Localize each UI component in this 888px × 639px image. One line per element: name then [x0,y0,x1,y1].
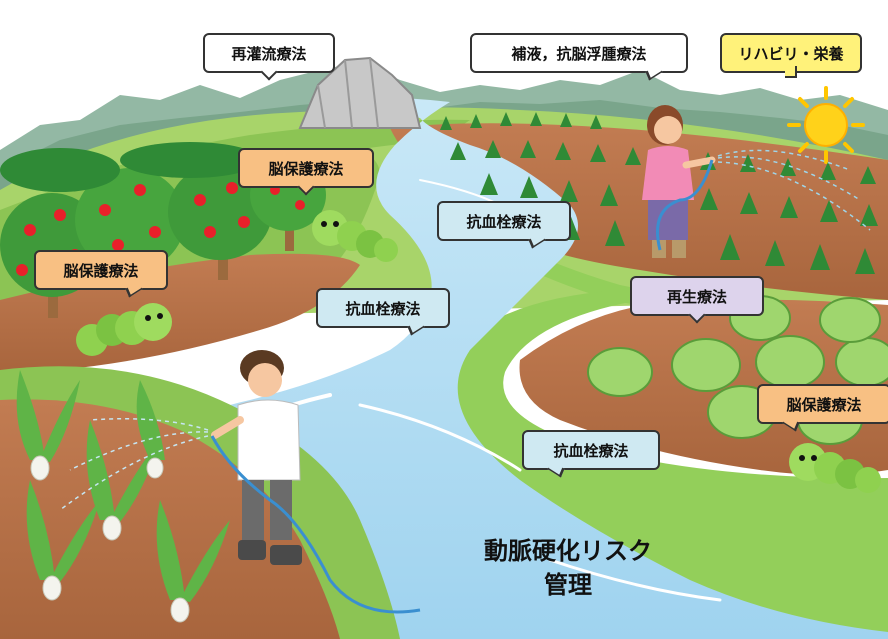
callout-neuroprotect-2: 脳保護療法 [34,250,168,290]
sun-icon [787,86,865,164]
title-line-2: 管理 [544,571,592,599]
hose-icon [59,418,421,614]
callout-regenerative: 再生療法 [630,276,764,316]
title-line-1: 動脈硬化リスク [484,537,652,565]
callout-antithrombotic-3-label: 抗血栓療法 [553,441,629,460]
callout-neuroprotect-3-label: 脳保護療法 [786,395,862,414]
callout-fluid-antiedema-label: 補液，抗脳浮腫療法 [511,44,647,63]
caterpillar-icon [76,303,172,356]
callout-reperfusion-label: 再灌流療法 [231,44,307,63]
callout-antithrombotic-2-label: 抗血栓療法 [345,299,421,318]
callout-rehab-nutrition: リハビリ・栄養 [720,33,862,78]
callout-rehab-nutrition-label: リハビリ・栄養 [738,44,844,63]
callout-antithrombotic-3: 抗血栓療法 [522,430,660,470]
callout-neuroprotect-2-label: 脳保護療法 [63,261,139,280]
daikon-plants [16,370,230,623]
callout-fluid-antiedema: 補液，抗脳浮腫療法 [470,33,688,73]
caterpillar-icon [312,210,398,262]
farmer-icon [211,350,302,565]
farmer-icon [642,105,716,258]
diagram-title: 動脈硬化リスク 管理 [446,534,690,602]
callout-reperfusion: 再灌流療法 [203,33,335,73]
callout-regenerative-label: 再生療法 [666,287,727,306]
callout-antithrombotic-1: 抗血栓療法 [437,201,571,241]
callout-neuroprotect-1-label: 脳保護療法 [268,159,344,178]
callout-antithrombotic-1-label: 抗血栓療法 [466,212,542,231]
apple-tree-icon [168,164,272,280]
crop-rows [440,112,878,274]
hose-icon [656,149,871,251]
callout-neuroprotect-3: 脳保護療法 [757,384,888,424]
caterpillar-icon [789,443,881,493]
callout-neuroprotect-1: 脳保護療法 [238,148,374,188]
daikon-field [0,366,400,639]
rock-icon [298,56,422,129]
callout-antithrombotic-2: 抗血栓療法 [316,288,450,328]
